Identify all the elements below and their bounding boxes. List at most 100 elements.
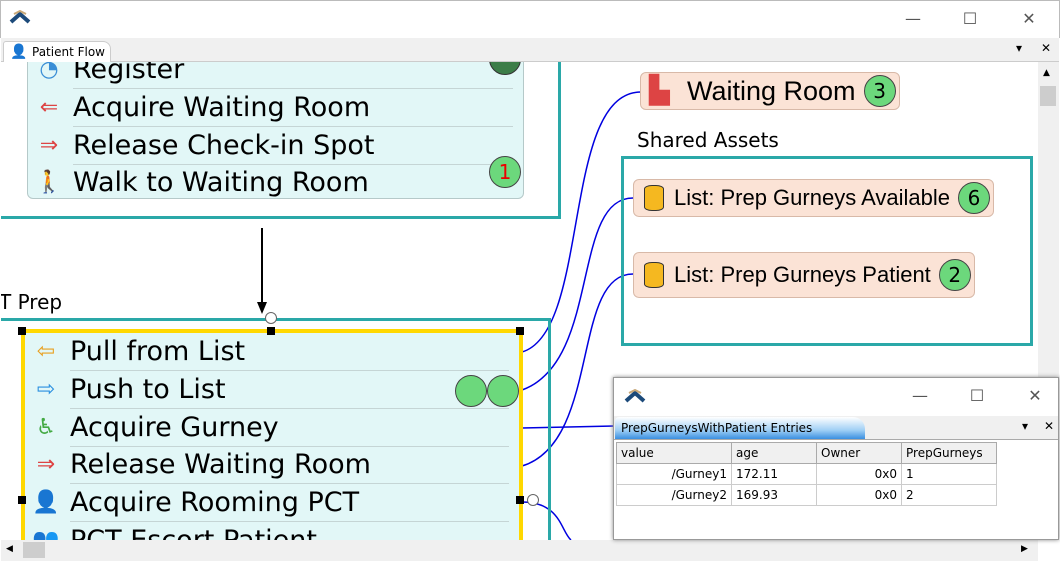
activity-pull-from-list[interactable]: ⇦ Pull from List xyxy=(37,333,509,371)
tab-entries[interactable]: PrepGurneysWithPatient Entries xyxy=(615,417,865,439)
acquire-chair-icon: ⇐ xyxy=(39,95,59,120)
activity-acquire-waiting-room[interactable]: ⇐Acquire Waiting Room xyxy=(40,89,513,127)
table-row[interactable]: /Gurney1 172.11 0x0 1 xyxy=(616,463,997,485)
resize-handle[interactable] xyxy=(516,496,524,504)
column-header[interactable]: value xyxy=(616,442,732,464)
release-chair-icon: ⇒ xyxy=(36,452,56,477)
activity-walk-to-waiting-room[interactable]: 🚶 Walk to Waiting Room xyxy=(35,164,513,202)
table-row[interactable]: /Gurney2 169.93 0x0 2 xyxy=(616,484,997,506)
activity-label: Release Check-in Spot xyxy=(73,130,375,161)
popup-tab-bar: PrepGurneysWithPatient Entries ▾ ✕ xyxy=(614,416,1058,440)
chair-icon: ▙ xyxy=(649,75,670,105)
scroll-thumb[interactable] xyxy=(23,542,45,558)
cell-value: /Gurney1 xyxy=(616,463,732,485)
activity-release-check-in-spot[interactable]: ⇒ Release Check-in Spot xyxy=(40,127,513,165)
tab-menu-button[interactable]: ▾ xyxy=(1016,41,1023,55)
cell-age: 172.11 xyxy=(731,463,817,485)
popup-tab-menu-button[interactable]: ▾ xyxy=(1022,419,1029,433)
activity-label: Push to List xyxy=(70,374,226,405)
column-header[interactable]: age xyxy=(731,442,817,464)
maximize-button[interactable]: ☐ xyxy=(962,9,978,28)
tab-bar: 👤 Patient Flow ▾ ✕ xyxy=(1,38,1059,63)
top-process-container xyxy=(1,62,561,219)
connector-port[interactable] xyxy=(527,494,539,506)
tab-close-button[interactable]: ✕ xyxy=(1041,41,1052,55)
popup-minimize-button[interactable]: — xyxy=(912,386,928,405)
entries-table: value age Owner PrepGurneys /Gurney1 172… xyxy=(616,442,997,506)
activity-label: Walk to Waiting Room xyxy=(73,167,369,198)
tab-patient-flow[interactable]: 👤 Patient Flow xyxy=(3,41,111,63)
count-badge: 6 xyxy=(957,182,990,214)
app-logo-icon xyxy=(624,389,646,403)
activity-label: Acquire Gurney xyxy=(70,412,279,443)
activity-label: Release Waiting Room xyxy=(70,449,371,480)
resize-handle[interactable] xyxy=(516,327,524,335)
flow-canvas[interactable]: ◔ Register ⇐Acquire Waiting Room ⇒ Release… xyxy=(1,62,1038,540)
activity-label: Pull from List xyxy=(70,336,246,367)
count-badge: 1 xyxy=(489,156,521,188)
token-badge xyxy=(487,375,519,407)
cell-value: /Gurney2 xyxy=(616,484,732,506)
resize-handle[interactable] xyxy=(18,496,26,504)
activity-pct-escort-patient[interactable]: 👥 PCT Escort Patient xyxy=(32,522,509,540)
cell-age: 169.93 xyxy=(731,484,817,506)
close-button[interactable]: ✕ xyxy=(1022,9,1036,28)
list-prep-gurneys-available[interactable]: List: Prep Gurneys Available 6 xyxy=(633,179,994,217)
top-activity-block[interactable]: ◔ Register ⇐Acquire Waiting Room ⇒ Release… xyxy=(27,62,524,199)
pull-list-icon: ⇦ xyxy=(36,339,56,364)
scroll-thumb[interactable] xyxy=(1040,86,1056,106)
count-badge: 2 xyxy=(938,259,971,291)
asset-label: List: Prep Gurneys Patient xyxy=(674,262,931,287)
resize-handle[interactable] xyxy=(18,327,26,335)
acquire-gurney-icon: ♿ xyxy=(36,415,56,440)
resize-handle[interactable] xyxy=(267,327,275,335)
activity-label: PCT Escort Patient xyxy=(70,525,317,540)
person-icon: 👤 xyxy=(10,44,28,60)
activity-label: Acquire Rooming PCT xyxy=(70,487,360,518)
activity-acquire-rooming-pct[interactable]: 👤 Acquire Rooming PCT xyxy=(32,484,509,522)
activity-release-waiting-room[interactable]: ⇒ Release Waiting Room xyxy=(37,446,509,484)
popup-maximize-button[interactable]: ☐ xyxy=(969,386,985,405)
popup-tab-close-button[interactable]: ✕ xyxy=(1044,419,1055,433)
list-prep-gurneys-patient[interactable]: List: Prep Gurneys Patient 2 xyxy=(633,252,975,298)
release-chair-icon: ⇒ xyxy=(39,133,59,158)
connector-lines xyxy=(257,91,642,540)
table-header-row: value age Owner PrepGurneys xyxy=(616,442,997,464)
scroll-left-button[interactable]: ◀ xyxy=(6,544,13,554)
column-header[interactable]: PrepGurneys xyxy=(901,442,997,464)
timer-icon: ◔ xyxy=(39,62,59,82)
title-bar: — ☐ ✕ xyxy=(0,0,1060,38)
acquire-staff-icon: 👤 xyxy=(32,490,60,515)
push-list-icon: ⇨ xyxy=(36,377,56,402)
column-header[interactable]: Owner xyxy=(816,442,902,464)
horizontal-scrollbar[interactable]: ◀ ▶ xyxy=(1,540,1038,561)
resource-label: Waiting Room xyxy=(687,75,856,106)
app-logo-icon xyxy=(9,10,31,24)
shared-assets-title: Shared Assets xyxy=(637,128,779,152)
prep-activity-block[interactable]: ⇦ Pull from List ⇨ Push to List ♿ Acquire G… xyxy=(21,329,523,540)
shared-assets-container xyxy=(621,156,1033,346)
waiting-room-resource[interactable]: ▙ Waiting Room 3 xyxy=(640,72,900,110)
cell-prep-gurneys: 1 xyxy=(901,463,997,485)
activity-label: Register xyxy=(73,62,185,85)
entries-popup-window[interactable]: — ☐ ✕ PrepGurneysWithPatient Entries ▾ ✕… xyxy=(613,377,1059,540)
scroll-up-button[interactable]: ▲ xyxy=(1043,68,1050,78)
token-badge xyxy=(455,375,487,407)
list-cylinder-icon xyxy=(644,262,664,288)
connector-port[interactable] xyxy=(265,312,277,324)
popup-close-button[interactable]: ✕ xyxy=(1028,386,1042,405)
tab-label: Patient Flow xyxy=(32,45,105,59)
prep-block-title: T Prep xyxy=(1,290,63,314)
minimize-button[interactable]: — xyxy=(905,9,921,28)
cell-owner: 0x0 xyxy=(816,463,902,485)
scroll-right-button[interactable]: ▶ xyxy=(1021,544,1028,554)
escort-icon: 👥 xyxy=(30,526,62,540)
activity-acquire-gurney[interactable]: ♿ Acquire Gurney xyxy=(36,409,509,447)
count-badge: 3 xyxy=(863,75,896,107)
cell-owner: 0x0 xyxy=(816,484,902,506)
asset-label: List: Prep Gurneys Available xyxy=(674,185,950,210)
activity-register[interactable]: ◔ Register xyxy=(39,62,513,89)
activity-push-to-list[interactable]: ⇨ Push to List xyxy=(37,371,509,409)
list-cylinder-icon xyxy=(644,185,664,211)
walking-person-icon: 🚶 xyxy=(35,170,63,195)
